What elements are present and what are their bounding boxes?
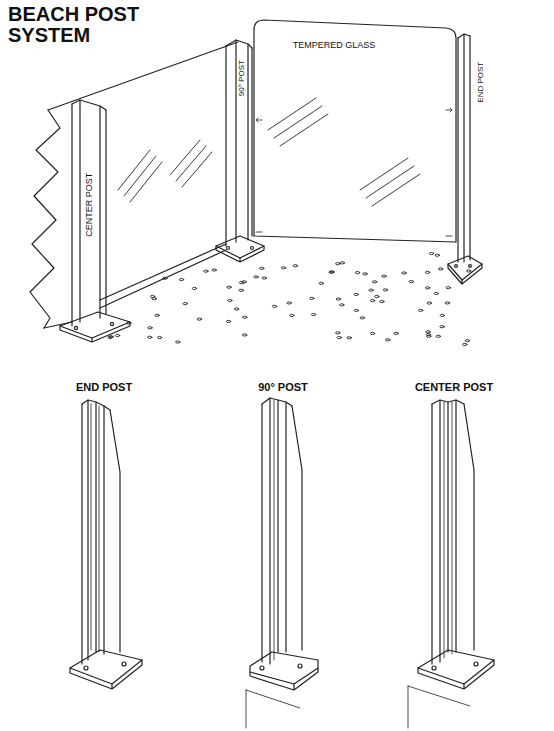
- ground-dot: [287, 302, 291, 304]
- ground-dot: [440, 326, 444, 328]
- ground-dot: [242, 334, 246, 336]
- ground-dot: [434, 292, 438, 294]
- ground-dot: [445, 302, 449, 304]
- post-label: CENTER POST: [85, 173, 94, 237]
- ground-dot: [340, 304, 344, 306]
- tempered-glass-panel: [254, 20, 456, 242]
- ground-dot: [197, 318, 201, 320]
- ground-dot: [290, 314, 294, 316]
- ground-dot: [337, 337, 341, 339]
- ground-dot: [363, 273, 367, 275]
- ground-dot: [383, 289, 387, 291]
- center-post-top: [60, 100, 130, 342]
- ground-dot: [354, 309, 358, 311]
- ninety-degree-post-detail: [246, 398, 318, 728]
- post-label: END POST: [477, 62, 485, 103]
- ground-dot: [293, 265, 297, 267]
- ground-dot: [179, 279, 183, 281]
- ground-dot: [260, 267, 264, 269]
- post-heading: CENTER POST: [415, 382, 493, 394]
- ground-dots: [108, 252, 471, 345]
- ground-dot: [281, 267, 285, 269]
- ground-dot: [380, 300, 384, 302]
- ground-dot: [347, 337, 351, 339]
- ground-dot: [386, 339, 390, 341]
- ground-dot: [228, 299, 232, 301]
- ground-dot: [204, 270, 208, 272]
- ground-dot: [440, 314, 444, 316]
- ground-dot: [336, 298, 340, 300]
- ground-dot: [372, 281, 376, 283]
- ground-dot: [319, 282, 323, 284]
- ground-dot: [335, 263, 339, 265]
- material-label: TEMPERED GLASS: [293, 41, 376, 50]
- ground-dot: [157, 336, 161, 338]
- ground-dot: [115, 334, 119, 336]
- ground-dot: [183, 303, 187, 305]
- ground-dot: [155, 314, 159, 316]
- ground-dot: [212, 269, 216, 271]
- ground-dot: [360, 317, 364, 319]
- ninety-degree-post-top: [216, 40, 264, 262]
- ground-dot: [438, 268, 442, 270]
- left-glass-panel: [30, 42, 238, 328]
- ground-dot: [465, 340, 469, 342]
- ground-dot: [109, 336, 113, 338]
- center-post-detail: [408, 400, 494, 728]
- ground-dot: [354, 293, 358, 295]
- ground-dot: [429, 252, 433, 254]
- ground-dot: [311, 313, 315, 315]
- ground-dot: [355, 272, 359, 274]
- ground-dot: [150, 295, 154, 297]
- end-post-detail: [70, 400, 142, 689]
- ground-dot: [310, 297, 314, 299]
- ground-dot: [148, 327, 152, 329]
- post-heading: END POST: [76, 382, 132, 394]
- ground-dot: [394, 332, 398, 334]
- ground-dot: [239, 282, 243, 284]
- ground-dot: [330, 271, 334, 273]
- ground-dot: [227, 286, 231, 288]
- post-heading: 90° POST: [258, 382, 308, 394]
- ground-dot: [148, 336, 152, 338]
- ground-dot: [466, 270, 470, 272]
- ground-dot: [427, 302, 431, 304]
- ground-dot: [370, 300, 374, 302]
- ground-dot: [340, 262, 344, 264]
- ground-dot: [254, 276, 258, 278]
- title: BEACH POST SYSTEM: [8, 4, 148, 46]
- ground-dot: [425, 271, 429, 273]
- ground-dot: [425, 287, 429, 289]
- ground-dot: [272, 305, 276, 307]
- ground-dot: [239, 289, 243, 291]
- ground-dot: [335, 332, 339, 334]
- ground-dot: [370, 332, 374, 334]
- ground-dot: [262, 277, 266, 279]
- ground-dot: [226, 320, 230, 322]
- ground-dot: [234, 308, 238, 310]
- ground-dot: [382, 275, 386, 277]
- ground-dot: [435, 254, 439, 256]
- post-label: 90° POST: [238, 60, 246, 96]
- ground-dot: [192, 287, 196, 289]
- ground-dot: [243, 316, 247, 318]
- ground-dot: [375, 295, 379, 297]
- ground-dot: [402, 272, 406, 274]
- ground-dot: [369, 289, 373, 291]
- ground-dot: [426, 331, 430, 333]
- ground-dot: [463, 343, 467, 345]
- ground-dot: [409, 280, 413, 282]
- ground-dot: [176, 341, 180, 343]
- ground-dot: [446, 287, 450, 289]
- ground-dot: [418, 309, 422, 311]
- ground-dot: [436, 335, 440, 337]
- ground-dot: [426, 335, 430, 337]
